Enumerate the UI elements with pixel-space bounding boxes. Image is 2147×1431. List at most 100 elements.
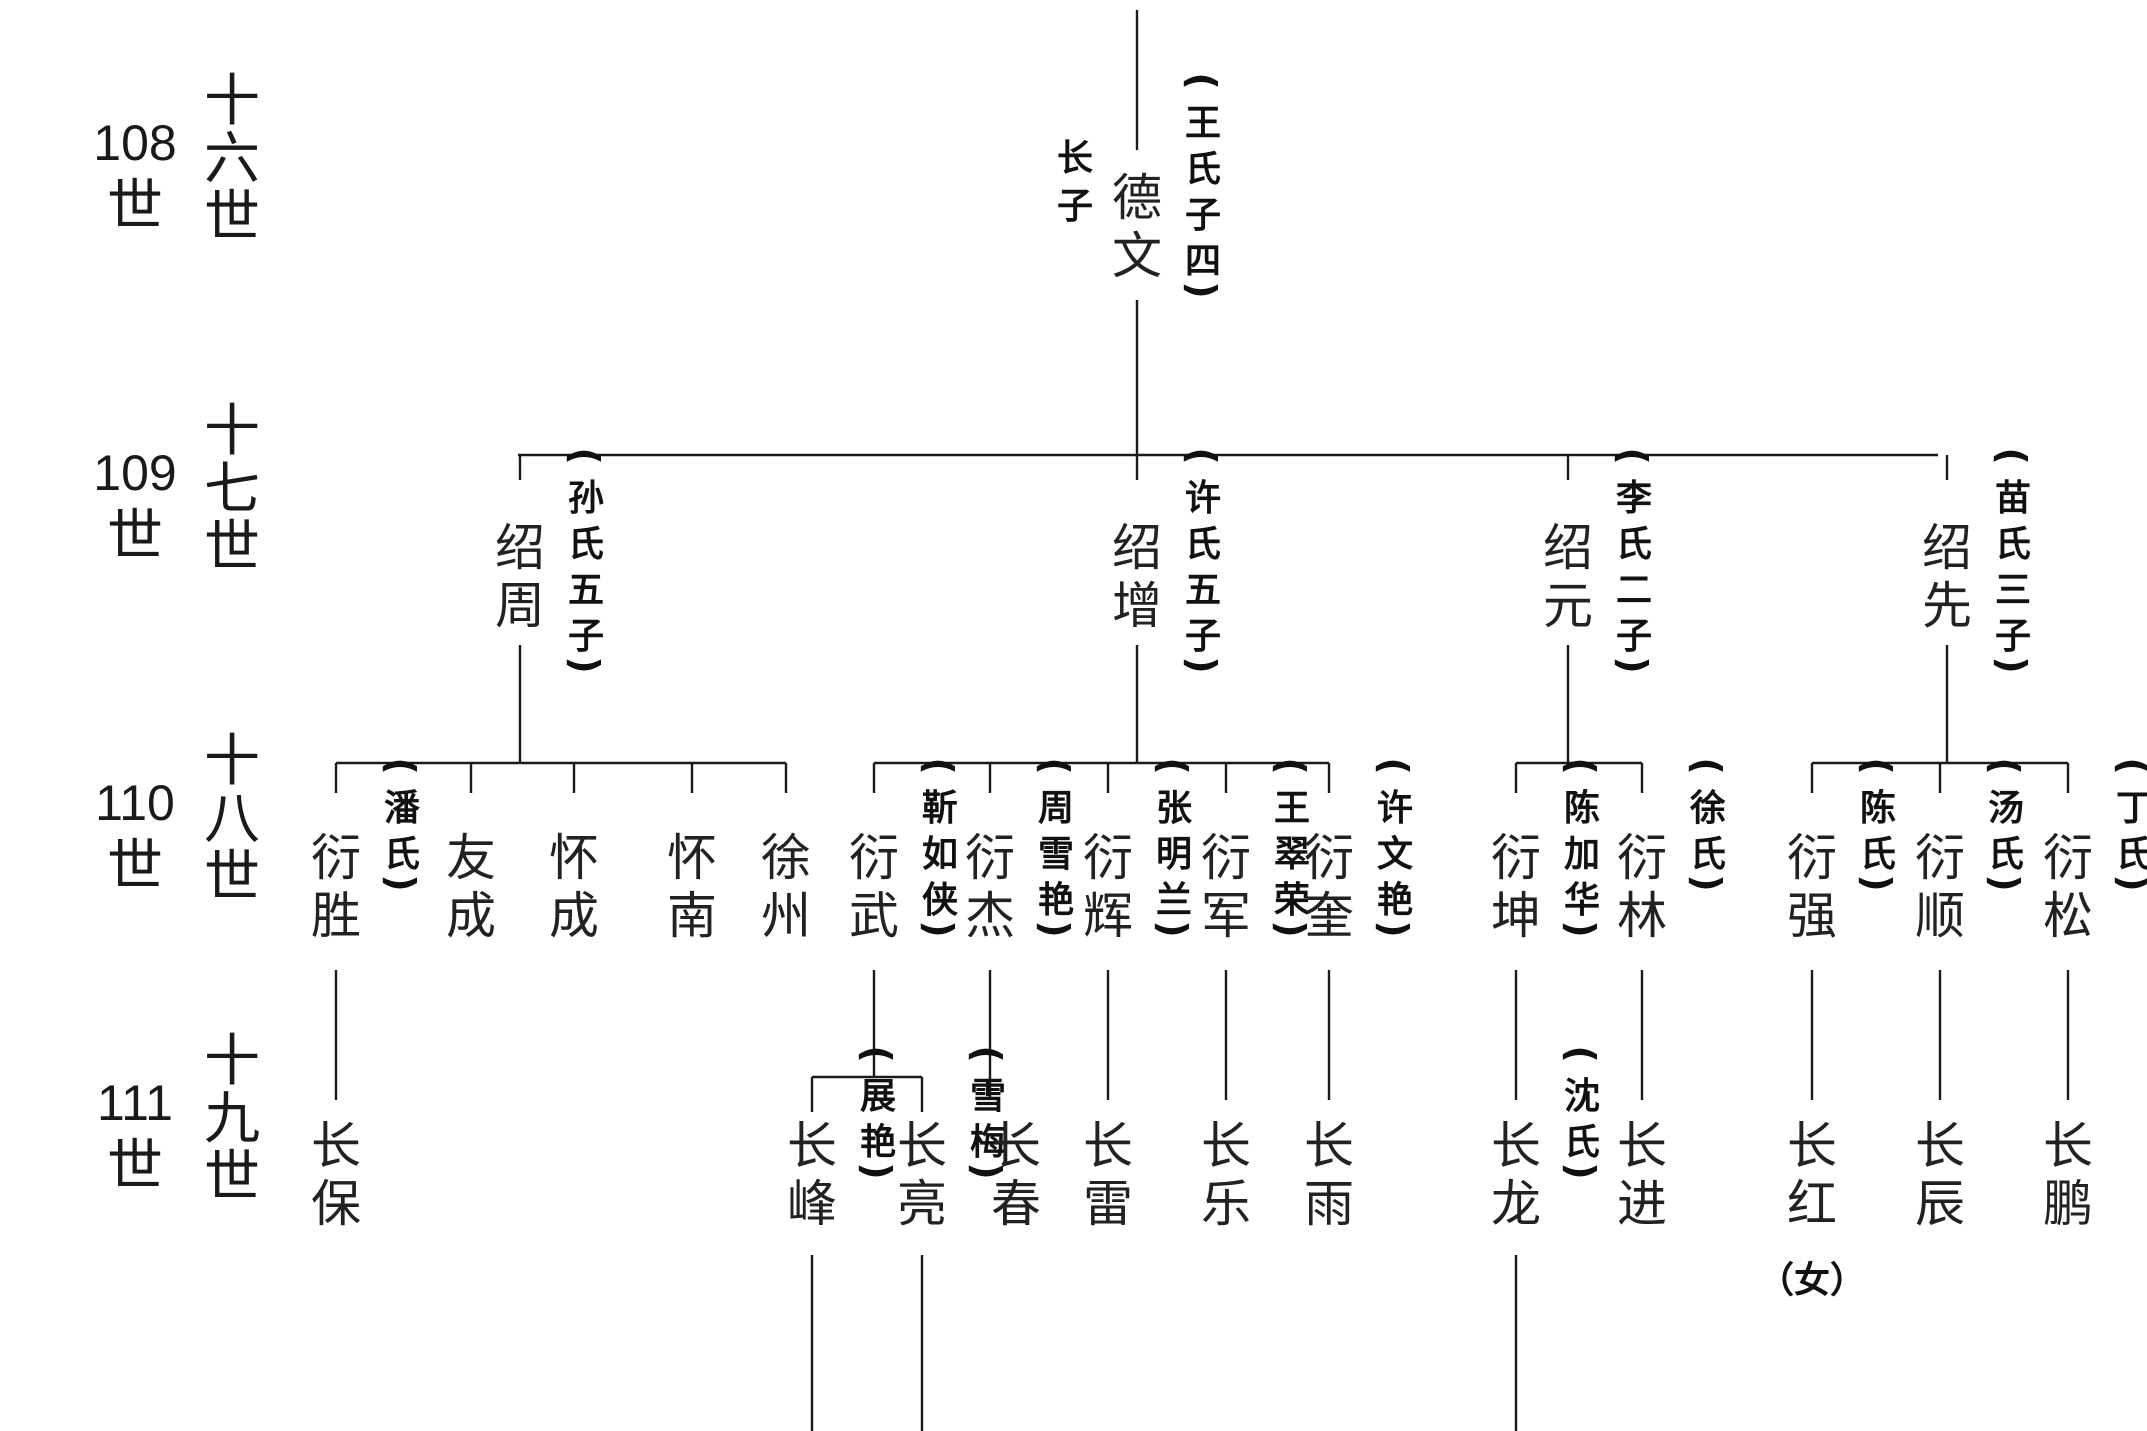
person-note-yankui-char: 艳 bbox=[1377, 879, 1413, 921]
note-close-paren: ) bbox=[1372, 920, 1416, 937]
person-note-yansheng-char: 氏 bbox=[384, 834, 420, 875]
person-name-yanwu: 衍武 bbox=[849, 829, 899, 945]
note-close-paren: ) bbox=[1180, 281, 1224, 298]
person-name-shaoxian-char: 绍 bbox=[1922, 519, 1972, 577]
person-note-shaozeng: 许氏五子 bbox=[1185, 478, 1221, 657]
note-open-paren: ( bbox=[1269, 757, 1313, 774]
person-name-changfeng-char: 长 bbox=[787, 1117, 837, 1175]
person-note-changfeng-char: 展 bbox=[860, 1076, 896, 1117]
person-note-changfeng-char: 艳 bbox=[860, 1121, 896, 1163]
generation-shi: 世 bbox=[107, 174, 163, 239]
person-note-shaoxian: 苗氏三子 bbox=[1995, 478, 2031, 657]
note-open-paren: ( bbox=[917, 757, 961, 774]
person-note-shaoxian-char: 氏 bbox=[1995, 524, 2031, 565]
person-note-shaozhou-char: 五 bbox=[568, 570, 604, 611]
person-name-changlei-char: 雷 bbox=[1083, 1175, 1133, 1233]
person-note-dewen-char: 氏 bbox=[1185, 149, 1221, 190]
person-name-xuzhou-char: 州 bbox=[761, 887, 811, 945]
person-name-changlong: 长龙 bbox=[1491, 1117, 1541, 1233]
person-note-dewen-char: 王 bbox=[1185, 103, 1221, 144]
person-name-xuzhou: 徐州 bbox=[761, 829, 811, 945]
person-name-changhong-char: 长 bbox=[1787, 1117, 1837, 1175]
person-name-yanqiang-char: 衍 bbox=[1787, 829, 1837, 887]
note-close-paren: ) bbox=[1990, 656, 2034, 673]
generation-label-char: 十 bbox=[204, 729, 260, 794]
person-note-shaoyuan: 李氏二子 bbox=[1616, 478, 1652, 657]
person-name-changjin-char: 进 bbox=[1617, 1175, 1667, 1233]
note-open-paren: ( bbox=[1990, 447, 2034, 464]
person-note-yanjun-char: 翠 bbox=[1274, 834, 1310, 875]
person-name-changliang-char: 亮 bbox=[897, 1175, 947, 1233]
person-name-shaoxian-char: 先 bbox=[1922, 577, 1972, 635]
person-note-changlong-char: 氏 bbox=[1564, 1122, 1600, 1163]
person-birth-order-dewen-char: 长 bbox=[1057, 138, 1093, 179]
person-name-shaozhou-char: 绍 bbox=[495, 519, 545, 577]
note-open-paren: ( bbox=[2111, 757, 2147, 774]
person-name-changfeng-char: 峰 bbox=[787, 1175, 837, 1233]
person-note-shaozhou-char: 孙 bbox=[568, 478, 604, 519]
person-name-changchen-char: 长 bbox=[1915, 1117, 1965, 1175]
person-name-yanhui-char: 辉 bbox=[1083, 887, 1133, 945]
note-close-paren: ) bbox=[965, 1162, 1009, 1179]
generation-label-char: 世 bbox=[204, 515, 260, 580]
person-name-yanhui: 衍辉 bbox=[1083, 829, 1133, 945]
person-birth-order-dewen-char: 子 bbox=[1057, 186, 1093, 227]
person-name-shaozhou: 绍周 bbox=[495, 519, 545, 635]
person-name-yansong-char: 衍 bbox=[2043, 829, 2093, 887]
person-name-changyu: 长雨 bbox=[1304, 1117, 1354, 1233]
person-name-shaoxian: 绍先 bbox=[1922, 519, 1972, 635]
person-note-yanhui-char: 兰 bbox=[1156, 880, 1192, 921]
person-note-yansong-char: 丁 bbox=[2116, 788, 2147, 829]
person-name-changchen: 长辰 bbox=[1915, 1117, 1965, 1233]
note-close-paren: ) bbox=[1611, 656, 1655, 673]
person-name-changle-char: 乐 bbox=[1201, 1175, 1251, 1233]
person-note-shaozhou-char: 子 bbox=[568, 616, 604, 657]
person-name-yanjie: 衍杰 bbox=[965, 829, 1015, 945]
person-name-huainan-char: 怀 bbox=[667, 829, 717, 887]
person-note-yanjie: 周雪艳 bbox=[1038, 788, 1074, 921]
person-note-yankui-char: 许 bbox=[1377, 788, 1413, 829]
person-name-changlei-char: 长 bbox=[1083, 1117, 1133, 1175]
person-note-shaoxian-char: 三 bbox=[1995, 570, 2031, 611]
person-note-yanshun-char: 汤 bbox=[1988, 788, 2024, 829]
person-name-yansong: 衍松 bbox=[2043, 829, 2093, 945]
person-name-yansheng-char: 衍 bbox=[311, 829, 361, 887]
person-note-yanjun-char: 荣 bbox=[1274, 880, 1310, 921]
person-name-changpeng-char: 长 bbox=[2043, 1117, 2093, 1175]
person-name-changyu-char: 长 bbox=[1304, 1117, 1354, 1175]
person-name-changchun-char: 春 bbox=[991, 1175, 1041, 1233]
generation-label-char: 十 bbox=[204, 1029, 260, 1094]
person-note-yanwu-char: 侠 bbox=[922, 880, 959, 921]
person-note-yankun-char: 华 bbox=[1564, 880, 1600, 921]
person-name-changpeng-char: 鹏 bbox=[2043, 1175, 2093, 1233]
person-name-yanwu-char: 衍 bbox=[849, 829, 899, 887]
note-close-paren: ) bbox=[1983, 874, 2027, 891]
person-note-yanshun: 汤氏 bbox=[1988, 788, 2024, 875]
person-note-dewen: 王氏子四 bbox=[1185, 103, 1221, 282]
person-note-yansheng: 潘氏 bbox=[384, 788, 421, 875]
person-note-yankui-char: 文 bbox=[1377, 834, 1413, 875]
person-note-yankun-char: 加 bbox=[1564, 834, 1600, 875]
generation-label-char: 七 bbox=[204, 457, 260, 522]
generation-label: 十六世 bbox=[204, 69, 260, 250]
person-name-changle: 长乐 bbox=[1201, 1117, 1251, 1233]
generation-label-char: 六 bbox=[204, 127, 260, 192]
person-note-shaoxian-char: 子 bbox=[1995, 616, 2031, 657]
person-note-yanwu-char: 如 bbox=[922, 834, 958, 875]
generation-shi: 世 bbox=[107, 1134, 163, 1199]
generation-number: 108 bbox=[93, 115, 176, 171]
note-open-paren: ( bbox=[1685, 757, 1729, 774]
note-close-paren: ) bbox=[855, 1162, 899, 1179]
person-name-huainan: 怀南 bbox=[667, 829, 717, 945]
person-note-yankun: 陈加华 bbox=[1564, 788, 1600, 921]
person-name-changjin: 长进 bbox=[1617, 1117, 1667, 1233]
person-name-changle-char: 长 bbox=[1201, 1117, 1251, 1175]
note-close-paren: ) bbox=[2111, 874, 2147, 891]
person-name-changbao: 长保 bbox=[311, 1117, 361, 1233]
person-name-changliang: 长亮 bbox=[897, 1117, 947, 1233]
person-note-changliang-char: 雪 bbox=[970, 1076, 1006, 1117]
generation-shi: 世 bbox=[107, 834, 163, 899]
person-note-shaozhou: 孙氏五子 bbox=[568, 478, 604, 657]
person-name-yanwu-char: 武 bbox=[849, 887, 899, 945]
note-open-paren: ( bbox=[1855, 757, 1899, 774]
